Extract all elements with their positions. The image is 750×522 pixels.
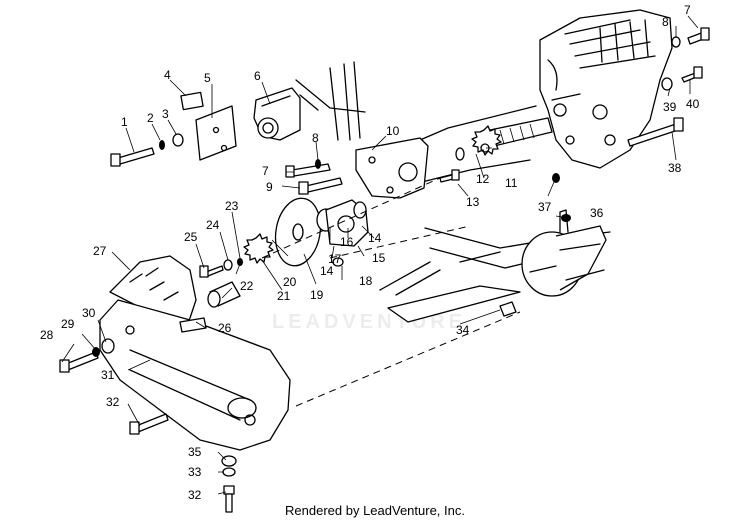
callout-23: 23 (225, 199, 239, 213)
callout-27: 27 (93, 244, 107, 258)
callout-30: 30 (82, 306, 96, 320)
callout-12: 12 (476, 172, 490, 186)
callout-5: 5 (204, 71, 211, 85)
callout-34: 34 (456, 323, 470, 337)
callout-21: 21 (277, 289, 291, 303)
callout-25: 25 (184, 230, 198, 244)
drive-chain-dashed (261, 177, 521, 407)
callout-35: 35 (188, 445, 202, 459)
callout-6: 6 (254, 69, 261, 83)
callout-13: 13 (466, 195, 480, 209)
callout-19: 19 (310, 288, 324, 302)
callout-32-lower: 32 (188, 488, 202, 502)
callout-14-right: 14 (368, 231, 382, 245)
rear-axle-assembly (387, 209, 607, 323)
callout-37: 37 (538, 200, 552, 214)
callout-10: 10 (386, 124, 400, 138)
leader-lines (61, 15, 699, 495)
callout-16: 16 (340, 235, 354, 249)
callout-8-mid: 8 (312, 131, 319, 145)
callout-2: 2 (147, 111, 154, 125)
engine-assembly (439, 9, 673, 183)
callout-1: 1 (121, 115, 128, 129)
callout-8-top: 8 (662, 15, 669, 29)
callout-17: 17 (328, 252, 342, 266)
callout-33: 33 (188, 465, 202, 479)
callout-4: 4 (164, 68, 171, 82)
left-upper-parts (110, 87, 301, 167)
callout-31: 31 (101, 368, 115, 382)
engine-fasteners (552, 27, 710, 183)
frame-tubes (295, 61, 611, 296)
callout-9: 9 (266, 180, 273, 194)
render-credit: Rendered by LeadVenture, Inc. (285, 503, 465, 518)
callout-40: 40 (686, 97, 700, 111)
callout-11: 11 (505, 176, 518, 190)
callout-38: 38 (668, 161, 682, 175)
guard-fasteners (59, 338, 237, 513)
callout-labels: 1 2 3 4 5 6 7 8 8 7 9 10 11 12 13 14 14 … (40, 3, 700, 502)
callout-15: 15 (372, 251, 386, 265)
clutch-bracket (285, 137, 429, 199)
callout-20: 20 (283, 275, 297, 289)
callout-28: 28 (40, 328, 54, 342)
callout-39: 39 (663, 100, 677, 114)
callout-24: 24 (206, 218, 220, 232)
callout-22: 22 (240, 279, 254, 293)
callout-32-upper: 32 (106, 395, 120, 409)
clutch-assembly (199, 197, 369, 308)
callout-26: 26 (218, 321, 232, 335)
callout-3: 3 (162, 107, 169, 121)
callout-29: 29 (61, 317, 75, 331)
callout-14-left: 14 (320, 264, 334, 278)
callout-7-top: 7 (684, 3, 691, 17)
callout-18: 18 (359, 274, 373, 288)
callout-7-mid: 7 (262, 164, 269, 178)
chain-guard (99, 255, 291, 451)
callout-36: 36 (590, 206, 604, 220)
